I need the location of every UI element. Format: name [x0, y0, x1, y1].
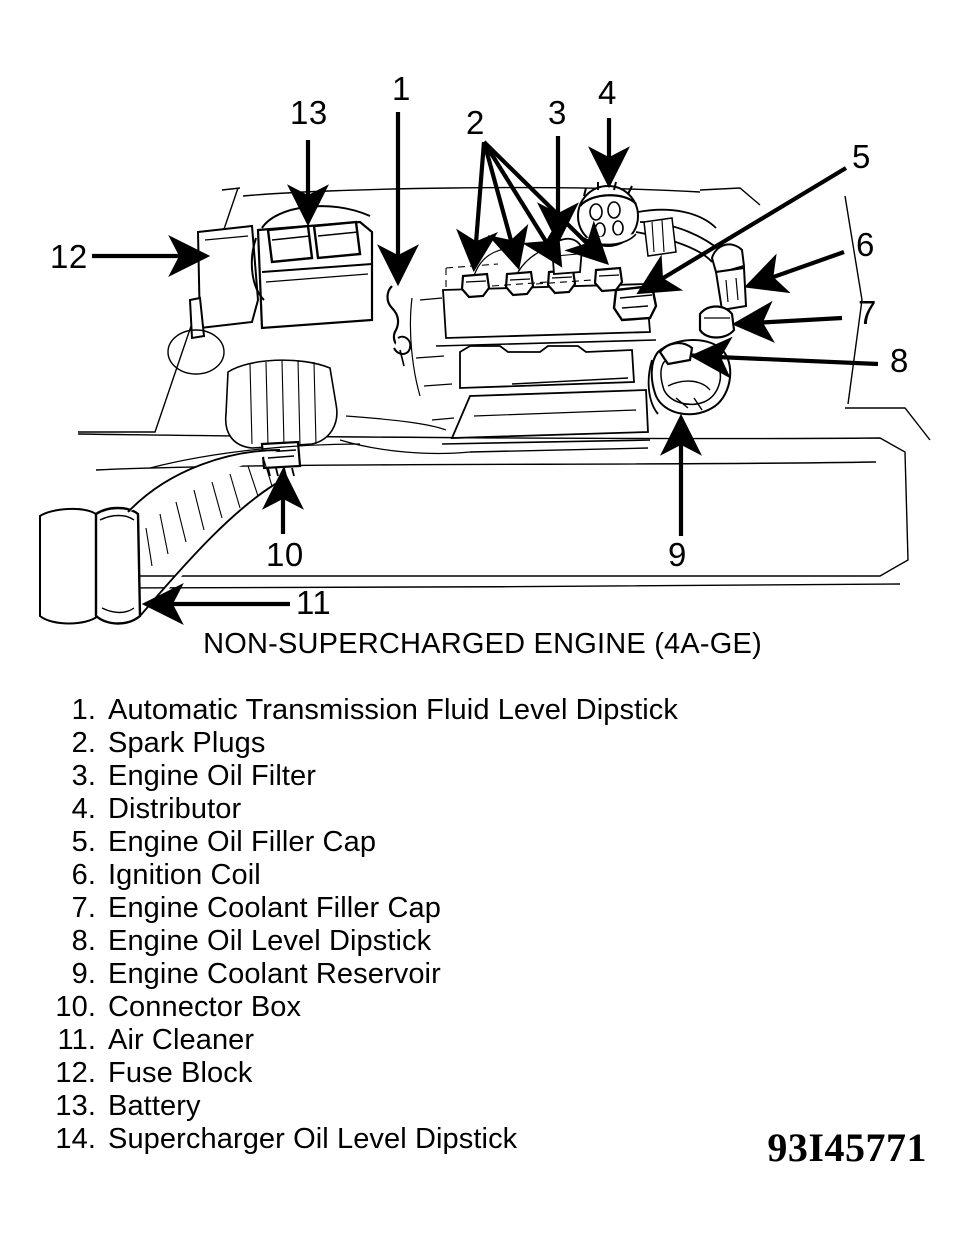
washer-reservoir [167, 329, 225, 375]
leader-5 [636, 166, 848, 295]
callout-number-12: 12 [50, 238, 88, 275]
legend-item: 7. Engine Coolant Filler Cap [0, 892, 965, 925]
callout-number-3: 3 [548, 94, 567, 131]
callout-number-8: 8 [890, 342, 909, 379]
legend-item: 12. Fuse Block [0, 1057, 965, 1090]
spark-plug-shape [593, 266, 624, 293]
legend-item-label: Air Cleaner [108, 1024, 255, 1056]
leader-8 [689, 336, 879, 379]
leader-2d [482, 140, 609, 265]
legend-item-index: 7. [71, 892, 96, 924]
engine-bay-outline [77, 186, 931, 589]
engine-compartment-illustration [39, 112, 931, 625]
battery-terminal-covers [266, 220, 362, 264]
callout-number-2: 2 [466, 104, 485, 141]
legend-item: 1. Automatic Transmission Fluid Level Di… [0, 694, 965, 727]
legend-item-label: Ignition Coil [108, 859, 261, 891]
legend-item-label: Automatic Transmission Fluid Level Dipst… [108, 694, 678, 726]
legend-item: 4. Distributor [0, 793, 965, 826]
legend-item-index: 13. [55, 1090, 96, 1122]
figure-reference-number: 93I45771 [767, 1125, 927, 1170]
hood-latch-lines [149, 443, 361, 469]
legend-item: 2. Spark Plugs [0, 727, 965, 760]
legend-item: 13. Battery [0, 1090, 965, 1123]
callout-number-6: 6 [856, 226, 875, 263]
intake-resonator [224, 359, 338, 449]
legend-item: 9. Engine Coolant Reservoir [0, 958, 965, 991]
callout-number-11: 11 [296, 584, 332, 621]
legend-item: 5. Engine Oil Filler Cap [0, 826, 965, 859]
callout-number-4: 4 [598, 74, 617, 111]
leader-2b [481, 141, 529, 271]
fuse-block-shape [188, 224, 260, 340]
legend-item-index: 8. [71, 925, 96, 957]
legend-item-index: 10. [55, 991, 96, 1023]
engine-coolant-filler-cap-shape [698, 305, 736, 339]
engine-block-side-detail [339, 297, 471, 455]
engine-compartment-figure: 12 13 1 2 3 4 5 6 7 8 9 10 11 [39, 70, 931, 625]
legend-item-index: 3. [71, 760, 96, 792]
legend-item-label: Distributor [108, 793, 242, 825]
legend-item: 3. Engine Oil Filter [0, 760, 965, 793]
legend-item-label: Spark Plugs [108, 727, 266, 759]
leader-7 [731, 300, 843, 343]
legend-item: 10. Connector Box [0, 991, 965, 1024]
engine-block [435, 283, 657, 453]
transmission-dipstick-shape [386, 285, 412, 367]
ignition-coil-shape [710, 243, 748, 312]
callout-number-7: 7 [858, 294, 877, 331]
legend-item-index: 14. [55, 1123, 96, 1155]
legend-item-index: 4. [71, 793, 96, 825]
legend-item-label: Supercharger Oil Level Dipstick [108, 1123, 518, 1155]
legend-item-index: 11. [57, 1024, 96, 1056]
legend-item-index: 9. [71, 958, 96, 990]
legend-item-label: Battery [108, 1090, 201, 1122]
legend-item: 11. Air Cleaner [0, 1024, 965, 1057]
legend-item-label: Engine Coolant Filler Cap [108, 892, 441, 924]
leader-2a [456, 141, 498, 273]
component-legend-list: 1. Automatic Transmission Fluid Level Di… [0, 694, 965, 1156]
legend-item: 6. Ignition Coil [0, 859, 965, 892]
callout-number-13: 13 [290, 94, 328, 131]
legend-item-label: Connector Box [108, 991, 302, 1023]
engine-accessory-block [643, 217, 677, 257]
figure-caption: NON-SUPERCHARGED ENGINE (4A-GE) [203, 628, 762, 660]
spark-plug-shape [460, 272, 491, 299]
callout-number-9: 9 [668, 536, 687, 573]
air-intake-hose [127, 449, 283, 617]
legend-item-index: 5. [71, 826, 96, 858]
distributor-shape [577, 181, 639, 247]
callout-leaders [92, 112, 879, 625]
leader-6 [744, 250, 845, 294]
legend-item: 14. Supercharger Oil Level Dipstick [0, 1123, 965, 1156]
legend-item-label: Engine Oil Filter [108, 760, 316, 792]
legend-item-label: Engine Oil Level Dipstick [108, 925, 432, 957]
engine-oil-filler-cap-shape [612, 284, 658, 322]
legend-item-index: 12. [55, 1057, 96, 1089]
legend-item-index: 6. [71, 859, 96, 891]
air-cleaner-shape [39, 506, 142, 625]
callout-number-1: 1 [392, 70, 411, 107]
legend-item-index: 2. [71, 727, 96, 759]
callout-number-5: 5 [852, 138, 871, 175]
legend-item: 8. Engine Oil Level Dipstick [0, 925, 965, 958]
legend-item-label: Engine Oil Filler Cap [108, 826, 377, 858]
legend-item-label: Engine Coolant Reservoir [108, 958, 441, 990]
legend-item-index: 1. [71, 694, 96, 726]
legend-item-label: Fuse Block [108, 1057, 253, 1089]
callout-number-10: 10 [266, 536, 304, 573]
